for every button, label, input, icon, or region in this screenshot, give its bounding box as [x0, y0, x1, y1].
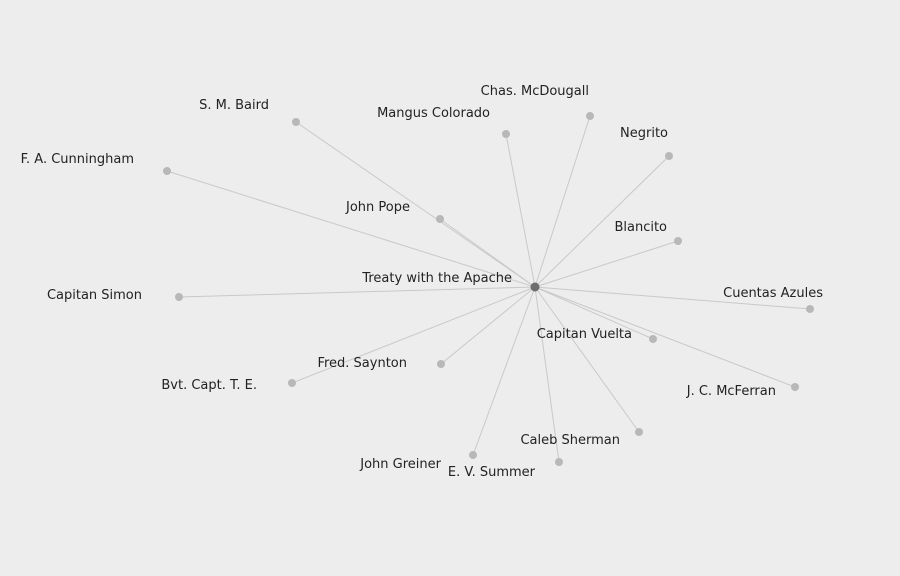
node-label-capitan-simon: Capitan Simon: [47, 288, 142, 303]
edge-fred-saynton: [440, 286, 536, 365]
node-label-cuentas-azules: Cuentas Azules: [723, 286, 823, 301]
node-john-greiner[interactable]: [469, 451, 477, 459]
node-fred-saynton[interactable]: [437, 360, 445, 368]
edge-john-greiner: [472, 286, 536, 456]
node-label-caleb-sherman: Caleb Sherman: [520, 433, 620, 448]
edge-blancito: [534, 240, 679, 288]
node-label-sm-baird: S. M. Baird: [199, 98, 269, 113]
node-treaty-center[interactable]: [530, 282, 540, 292]
edge-chas-mcdougall: [534, 115, 591, 288]
node-capitan-vuelta[interactable]: [649, 335, 657, 343]
node-ev-summer[interactable]: [555, 458, 563, 466]
node-capitan-simon[interactable]: [175, 293, 183, 301]
node-label-bvt-capt-te: Bvt. Capt. T. E.: [161, 378, 257, 393]
node-label-ev-summer: E. V. Summer: [448, 465, 536, 480]
node-label-treaty: Treaty with the Apache: [361, 271, 512, 286]
edge-negrito: [534, 155, 670, 288]
edge-capitan-simon: [178, 286, 536, 298]
node-chas-mcdougall[interactable]: [586, 112, 594, 120]
node-bvt-capt-te[interactable]: [288, 379, 296, 387]
node-label-fa-cunningham: F. A. Cunningham: [21, 152, 134, 167]
node-label-john-greiner: John Greiner: [359, 457, 441, 472]
node-label-capitan-vuelta: Capitan Vuelta: [537, 327, 632, 342]
edges: [166, 115, 811, 463]
node-negrito[interactable]: [665, 152, 673, 160]
node-jc-mcferran[interactable]: [791, 383, 799, 391]
node-caleb-sherman[interactable]: [635, 428, 643, 436]
node-label-negrito: Negrito: [620, 126, 668, 141]
nodes: [163, 112, 814, 466]
node-cuentas-azules[interactable]: [806, 305, 814, 313]
node-label-fred-saynton: Fred. Saynton: [317, 356, 407, 371]
edge-john-pope: [439, 218, 536, 288]
node-blancito[interactable]: [674, 237, 682, 245]
node-label-john-pope: John Pope: [345, 200, 410, 215]
edge-bvt-capt-te: [291, 286, 536, 384]
node-john-pope[interactable]: [436, 215, 444, 223]
edge-fa-cunningham: [166, 170, 536, 288]
edge-jc-mcferran: [534, 286, 796, 388]
edge-caleb-sherman: [534, 286, 640, 433]
node-label-chas-mcdougall: Chas. McDougall: [481, 84, 589, 99]
node-fa-cunningham[interactable]: [163, 167, 171, 175]
edge-cuentas-azules: [534, 286, 811, 310]
node-mangus-colorado[interactable]: [502, 130, 510, 138]
edge-mangus-colorado: [505, 133, 536, 288]
edge-sm-baird: [295, 121, 536, 288]
node-label-blancito: Blancito: [614, 220, 667, 235]
node-label-mangus-colorado: Mangus Colorado: [377, 106, 490, 121]
edge-ev-summer: [534, 286, 560, 463]
node-sm-baird[interactable]: [292, 118, 300, 126]
edge-capitan-vuelta: [534, 286, 654, 340]
node-label-jc-mcferran: J. C. McFerran: [686, 384, 776, 399]
